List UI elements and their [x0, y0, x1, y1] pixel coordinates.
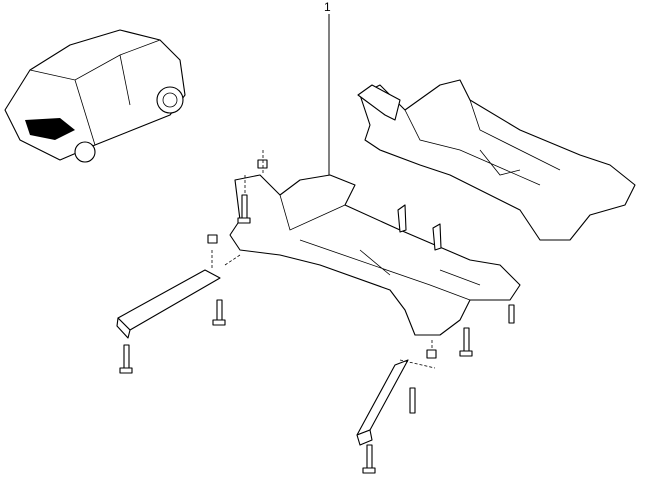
- reinforcement-bar-right: [356, 359, 409, 446]
- bolt: [212, 299, 226, 326]
- reinforcement-bar-left: [116, 269, 221, 339]
- bolts-and-nuts: [119, 159, 515, 474]
- bolt: [508, 304, 515, 324]
- callout-label-1: 1: [324, 0, 331, 14]
- assembly-guide-lines: [211, 150, 436, 369]
- bolt: [459, 327, 473, 357]
- bolt: [237, 194, 251, 224]
- bolt: [119, 344, 133, 374]
- nut: [426, 349, 437, 359]
- nut: [257, 159, 268, 169]
- vehicle-locator-thumbnail: [4, 29, 186, 163]
- bolt: [362, 444, 376, 474]
- subframe-assembly-rear-view: [357, 79, 636, 241]
- subframe-assembly-main: [229, 174, 521, 336]
- nut: [207, 234, 218, 244]
- bolt: [409, 387, 416, 414]
